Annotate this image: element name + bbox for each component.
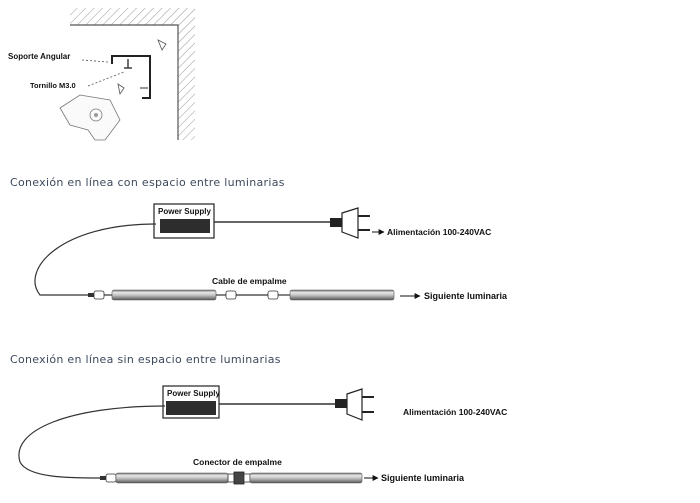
- splice-connector-2: [227, 471, 251, 485]
- connector-1: [88, 290, 112, 300]
- section1-wiring: [34, 203, 421, 301]
- section2-title: Conexión en línea sin espacio entre lumi…: [10, 353, 281, 366]
- bracket-leader: [81, 59, 109, 63]
- splice-cable-1: [216, 290, 290, 300]
- angle-bracket: [111, 55, 151, 99]
- next-luminaire-label-1: Siguiente luminaria: [424, 291, 508, 301]
- power-supply-label-1: Power Supply: [158, 207, 211, 216]
- ceiling-hatch: [70, 8, 195, 140]
- light-profile: [59, 94, 121, 141]
- luminaire-1b: [289, 289, 395, 301]
- screw-label: Tornillo M3.0: [30, 81, 76, 90]
- plug-icon-1: [330, 207, 370, 239]
- luminaire-2a: [115, 472, 229, 484]
- mounting-illustration: [59, 8, 195, 141]
- next-luminaire-label-2: Siguiente luminaria: [381, 473, 465, 483]
- section1-title: Conexión en línea con espacio entre lumi…: [10, 176, 285, 189]
- screw-leader: [87, 71, 125, 87]
- splice-cable-label: Cable de empalme: [212, 276, 287, 286]
- power-input-label-1: Alimentación 100-240VAC: [387, 227, 492, 237]
- profile-screw-hole: [89, 108, 103, 122]
- connector-2: [100, 473, 117, 483]
- luminaire-1a: [111, 289, 217, 301]
- screw-icon: [124, 59, 132, 69]
- bracket-label: Soporte Angular: [8, 52, 71, 61]
- power-supply-body-2: [166, 401, 216, 415]
- power-supply-body-1: [160, 219, 210, 233]
- plug-icon-2: [335, 388, 374, 421]
- output-cable-2: [18, 405, 166, 479]
- luminaire-2b: [249, 472, 363, 484]
- power-supply-label-2: Power Supply: [167, 389, 220, 398]
- power-input-label-2: Alimentación 100-240VAC: [403, 407, 508, 417]
- wall-edge: [70, 24, 179, 140]
- section2-wiring: [18, 385, 379, 485]
- splice-connector-label: Conector de empalme: [193, 457, 282, 467]
- output-cable-1: [34, 223, 157, 296]
